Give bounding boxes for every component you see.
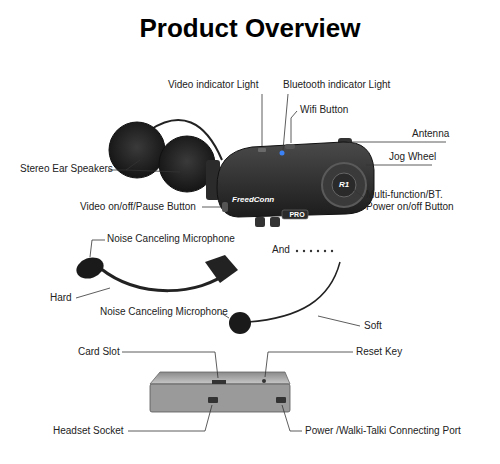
pro-badge [282, 210, 308, 219]
part-label: Power /Walki-Talki Connecting Port [305, 425, 461, 437]
multi-function-button [332, 173, 356, 197]
bluetooth-indicator [280, 151, 285, 156]
leader-lines [76, 94, 446, 431]
device-body [217, 142, 374, 217]
reset-key [262, 379, 266, 383]
part-label: Multi-function/BT. Power on/off Button [366, 189, 458, 213]
part-label: Reset Key [356, 346, 402, 358]
mic-foam [73, 254, 106, 282]
part-label: Video indicator Light [168, 79, 258, 91]
part-label: Noise Canceling Microphone [107, 233, 235, 245]
wifi-button [285, 144, 295, 149]
card-slot [212, 380, 226, 384]
mic-connector [205, 255, 238, 283]
logo-text: FreedConn [232, 195, 274, 205]
part-label: Video on/off/Pause Button [80, 201, 196, 213]
jog-wheel [322, 163, 366, 207]
part-label: Stereo Ear Speakers [20, 163, 113, 175]
video-button [222, 202, 228, 212]
part-label: Bluetooth indicator Light [283, 79, 390, 91]
soft-mic [229, 312, 251, 334]
part-label: And [272, 244, 290, 256]
hard-mic-boom [100, 268, 228, 291]
headset-socket [208, 397, 218, 403]
ear-speaker [109, 122, 165, 178]
part-label: Jog Wheel [389, 151, 436, 163]
logo-text: R1 [339, 180, 349, 190]
part-label: Headset Socket [53, 425, 124, 437]
part-label: Wifi Button [300, 104, 348, 116]
device-top-plate [150, 372, 290, 384]
video-indicator [258, 148, 266, 152]
title: Product Overview [0, 12, 500, 44]
part-label: Hard [50, 292, 72, 304]
port [270, 217, 280, 227]
part-label: Card Slot [78, 346, 120, 358]
port [255, 217, 265, 227]
dotted-line [296, 250, 333, 252]
part-label: Soft [364, 320, 382, 332]
part-label: Antenna [412, 128, 449, 140]
soft-mic-wire [248, 262, 340, 322]
device-bottom-view [150, 384, 290, 412]
power-port [276, 397, 286, 403]
part-label: Noise Canceling Microphone [100, 306, 228, 318]
badge-text: PRO [286, 210, 308, 219]
